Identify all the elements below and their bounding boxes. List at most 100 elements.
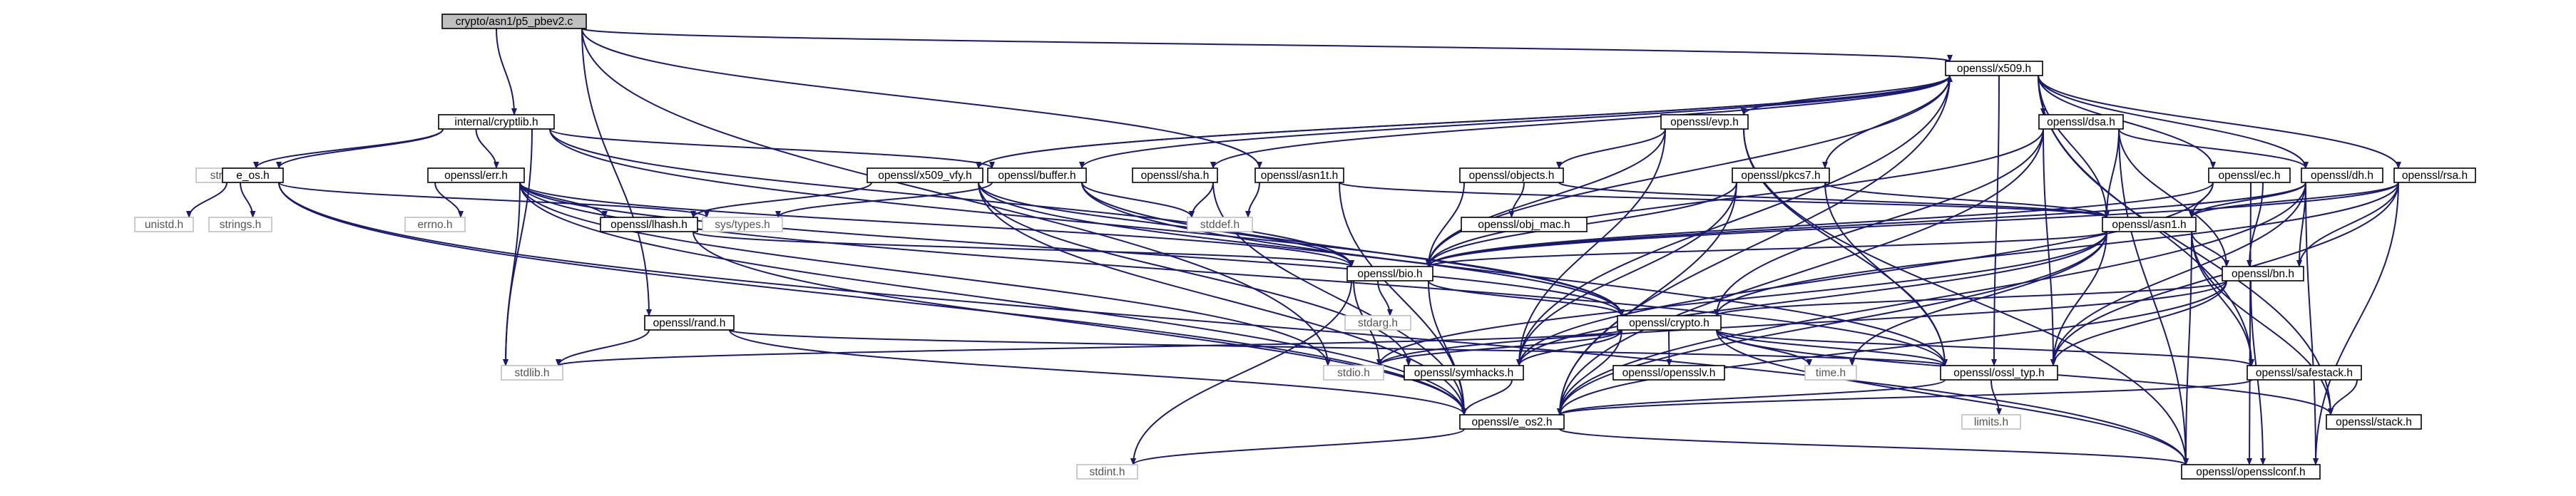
edge-objects-to-objmac <box>1508 182 1525 218</box>
edge-pkcs7-to-ossltyp <box>1824 182 1948 366</box>
node-x509vfy[interactable]: openssl/x509_vfy.h <box>867 167 983 183</box>
edge-eos-to-stringsh <box>240 182 256 218</box>
edge-crypto-to-eos2 <box>1557 329 1622 415</box>
node-label-root: crypto/asn1/p5_pbev2.c <box>456 16 573 28</box>
edge-crypto-to-opensslv <box>1666 329 1672 366</box>
edge-rsa-to-bio <box>1426 182 2399 267</box>
node-safestack[interactable]: openssl/safestack.h <box>2247 365 2362 381</box>
node-buffer[interactable]: openssl/buffer.h <box>987 167 1087 183</box>
node-label-sha: openssl/sha.h <box>1141 170 1210 182</box>
node-x509[interactable]: openssl/x509.h <box>1945 61 2043 76</box>
node-timeh: time.h <box>1804 365 1857 381</box>
node-opensslv[interactable]: openssl/opensslv.h <box>1612 365 1725 381</box>
edge-objects-to-asn1 <box>1558 182 2110 218</box>
node-bn[interactable]: openssl/bn.h <box>2222 266 2304 281</box>
edge-x509-to-bio <box>1426 75 1951 267</box>
node-label-x509vfy: openssl/x509_vfy.h <box>878 170 972 182</box>
node-lhash[interactable]: openssl/lhash.h <box>600 217 698 232</box>
edge-ec-to-symhacks <box>1516 182 2214 366</box>
edge-rsa-to-asn1 <box>2189 182 2399 218</box>
node-evp[interactable]: openssl/evp.h <box>1660 114 1749 130</box>
node-stack[interactable]: openssl/stack.h <box>2326 414 2422 430</box>
node-box-stringsh <box>208 217 272 232</box>
edge-crypto-to-stdio <box>1376 329 1622 366</box>
edge-crypto-to-safestack <box>1716 329 2254 366</box>
node-label-unistd: unistd.h <box>145 219 183 231</box>
edge-err-to-stdlib <box>503 182 521 366</box>
edge-buffer-to-stddef <box>1081 182 1195 218</box>
node-box-systypes <box>702 217 783 232</box>
edge-cryptlib-to-eos <box>276 128 444 169</box>
node-asn1[interactable]: openssl/asn1.h <box>2102 217 2197 232</box>
edge-root-to-stdio <box>581 28 1331 366</box>
edge-asn1-to-ossltyp <box>2050 231 2107 366</box>
edge-dsa-to-eos2 <box>1557 128 2044 415</box>
node-systypes: sys/types.h <box>702 217 783 232</box>
edge-eos2-to-opensslconf <box>1559 428 2189 465</box>
node-label-stdarg: stdarg.h <box>1358 317 1398 329</box>
node-box-x509vfy <box>867 167 983 183</box>
edge-bn-to-stdio <box>1376 280 2227 366</box>
edge-eos-to-unistd <box>186 182 228 218</box>
node-label-objmac: openssl/obj_mac.h <box>1478 219 1570 231</box>
node-label-x509: openssl/x509.h <box>1957 63 2031 75</box>
edge-crypto-to-ossltyp <box>1716 329 1948 366</box>
edge-cryptlib-to-stdlib <box>503 128 533 366</box>
node-rand[interactable]: openssl/rand.h <box>644 315 735 331</box>
edge-safestack-to-stack <box>2328 379 2358 415</box>
node-symhacks[interactable]: openssl/symhacks.h <box>1404 365 1524 381</box>
node-objmac[interactable]: openssl/obj_mac.h <box>1461 217 1588 232</box>
node-box-stack <box>2326 414 2422 430</box>
node-root[interactable]: crypto/asn1/p5_pbev2.c <box>441 14 587 29</box>
node-stdio: stdio.h <box>1323 365 1384 381</box>
node-box-crypto <box>1617 315 1722 331</box>
node-opensslconf[interactable]: openssl/opensslconf.h <box>2181 464 2321 480</box>
edge-asn1t-to-stddef <box>1245 182 1260 218</box>
edge-asn1-to-stack <box>2191 231 2334 415</box>
node-err[interactable]: openssl/err.h <box>427 167 525 183</box>
node-cryptlib[interactable]: internal/cryptlib.h <box>438 114 555 130</box>
node-ec[interactable]: openssl/ec.h <box>2208 167 2291 183</box>
node-sha[interactable]: openssl/sha.h <box>1132 167 1218 183</box>
node-dh[interactable]: openssl/dh.h <box>2301 167 2383 183</box>
node-bio[interactable]: openssl/bio.h <box>1346 266 1433 281</box>
node-label-stack: openssl/stack.h <box>2336 416 2412 428</box>
node-label-dsa: openssl/dsa.h <box>2047 116 2115 128</box>
node-box-pkcs7 <box>1732 167 1830 183</box>
edge-root-to-asn1t <box>581 28 1262 169</box>
edge-objects-to-bio <box>1426 182 1465 267</box>
edge-bn-to-ossltyp <box>2050 280 2227 366</box>
edge-root-to-rand <box>581 28 652 316</box>
edge-rand-to-eos2 <box>729 329 1467 415</box>
edge-symhacks-to-eos2 <box>1461 379 1513 415</box>
node-dsa[interactable]: openssl/dsa.h <box>2038 114 2124 130</box>
edge-rsa-to-opensslconf <box>2313 182 2399 465</box>
node-eos2[interactable]: openssl/e_os2.h <box>1459 414 1565 430</box>
node-eos[interactable]: e_os.h <box>222 167 284 183</box>
node-ossltyp[interactable]: openssl/ossl_typ.h <box>1940 365 2058 381</box>
edge-x509-to-ec <box>2038 75 2216 169</box>
edge-eos-to-eos2 <box>278 182 1467 415</box>
node-box-stddef <box>1187 217 1253 232</box>
node-rsa[interactable]: openssl/rsa.h <box>2393 167 2476 183</box>
node-box-stdint <box>1076 464 1138 480</box>
node-box-asn1t <box>1254 167 1344 183</box>
node-box-opensslconf <box>2181 464 2321 480</box>
node-objects[interactable]: openssl/objects.h <box>1459 167 1564 183</box>
node-label-cryptlib: internal/cryptlib.h <box>454 116 538 128</box>
edge-rand-to-stdlib <box>556 329 650 366</box>
node-label-evp: openssl/evp.h <box>1670 116 1739 128</box>
edge-dh-to-ossltyp <box>2050 182 2306 366</box>
node-box-eos2 <box>1459 414 1565 430</box>
node-box-bio <box>1346 266 1433 281</box>
node-crypto[interactable]: openssl/crypto.h <box>1617 315 1722 331</box>
edge-x509vfy-to-x509 <box>978 75 1953 169</box>
edge-lhash-to-eos2 <box>692 231 1467 415</box>
edge-ec-to-opensslconf <box>2247 182 2253 465</box>
node-box-dh <box>2301 167 2383 183</box>
node-asn1t[interactable]: openssl/asn1t.h <box>1254 167 1344 183</box>
edge-err-to-crypto <box>519 182 1625 316</box>
node-box-cryptlib <box>438 114 555 130</box>
node-pkcs7[interactable]: openssl/pkcs7.h <box>1732 167 1830 183</box>
